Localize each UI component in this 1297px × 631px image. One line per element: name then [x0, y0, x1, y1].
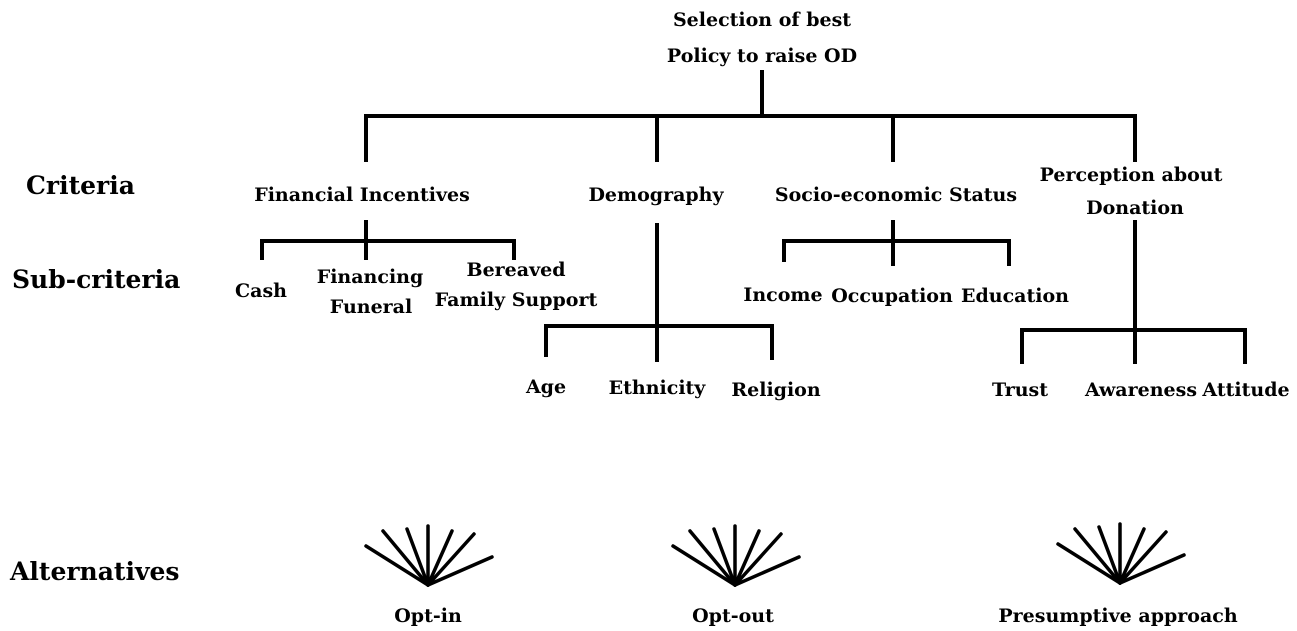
subcriterion-religion: Religion [731, 379, 821, 401]
subcriterion-financing-line-1: Financing [316, 266, 424, 288]
subcriterion-bereaved-line-1: Bereaved [466, 259, 566, 281]
subcriterion-financing-line-2: Funeral [329, 296, 413, 318]
subcriterion-ethnicity: Ethnicity [608, 377, 706, 399]
alternative-opt-in: Opt-in [394, 605, 462, 627]
fan-icon-presumptive [1056, 522, 1186, 585]
subcriterion-income: Income [743, 284, 823, 306]
subcriterion-trust: Trust [991, 379, 1049, 401]
subcriterion-age: Age [525, 376, 567, 398]
alternative-opt-out: Opt-out [692, 605, 774, 627]
goal-line-2: Policy to raise OD [666, 45, 858, 67]
subcriterion-bereaved-line-2: Family Support [434, 289, 598, 311]
alternative-presumptive-approach: Presumptive approach [998, 605, 1238, 627]
criterion-socioeconomic-status: Socio-economic Status [774, 184, 1018, 206]
subcriterion-awareness: Awareness [1084, 379, 1198, 401]
criterion-perception-line-1: Perception about [1039, 164, 1223, 186]
fan-icon-opt-out [671, 524, 801, 587]
criterion-demography: Demography [588, 184, 724, 206]
level-label-alternatives: Alternatives [10, 557, 180, 586]
level-label-sub-criteria: Sub-criteria [12, 265, 181, 294]
goal-line-1: Selection of best [672, 9, 852, 31]
criterion-financial-incentives: Financial Incentives [254, 184, 470, 206]
subcriterion-education: Education [961, 285, 1069, 307]
fan-icon-opt-in [364, 524, 494, 587]
subcriterion-attitude: Attitude [1202, 379, 1290, 401]
subcriterion-cash: Cash [235, 280, 287, 302]
subcriterion-occupation: Occupation [831, 285, 953, 307]
criterion-perception-line-2: Donation [1086, 197, 1184, 219]
level-label-criteria: Criteria [26, 171, 135, 200]
